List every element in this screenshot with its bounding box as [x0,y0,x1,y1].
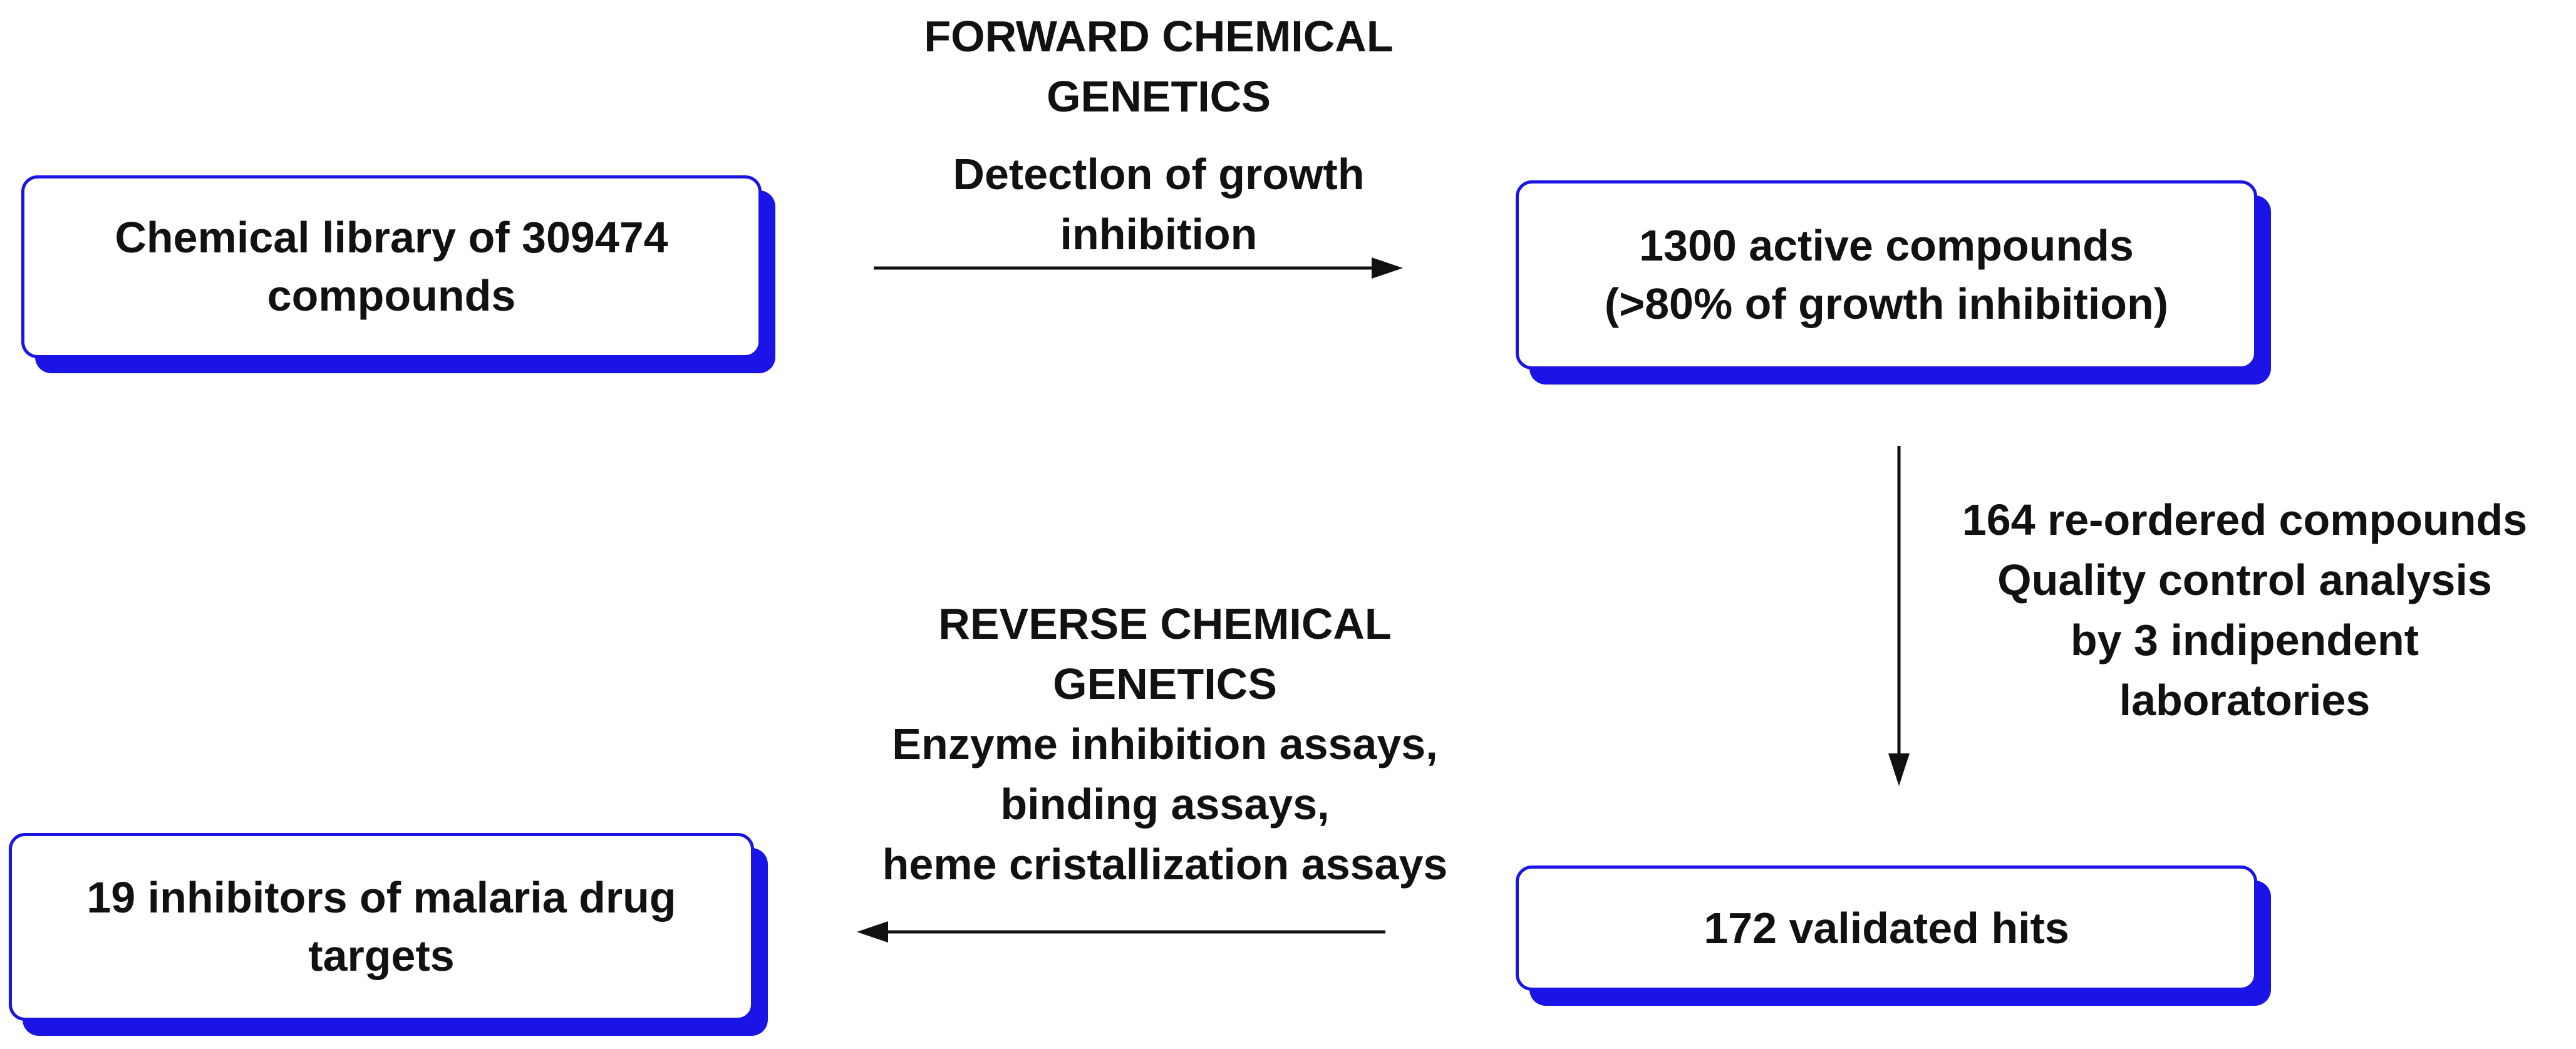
box-validated-hits: 172 validated hits [1516,866,2271,1006]
label-line: 164 re-ordered compounds [1962,495,2528,544]
label-reverse-chemical-genetics: REVERSE CHEMICAL GENETICS Enzyme inhibit… [814,594,1516,894]
label-line: GENETICS [1047,72,1271,121]
box-face: Chemical library of 309474 compounds [21,175,762,358]
box-validated-hits-text: 172 validated hits [1704,899,2069,958]
box-active-compounds-text: 1300 active compounds (>80% of growth in… [1605,217,2168,333]
label-line: FORWARD CHEMICAL [924,12,1394,61]
label-line: by 3 indipendent [2070,616,2419,664]
box-malaria-inhibitors: 19 inhibitors of malaria drug targets [9,833,768,1036]
box-face: 19 inhibitors of malaria drug targets [9,833,754,1021]
box-text-line: Chemical library of 309474 [115,213,668,262]
arrow-active-to-validated [1888,446,1910,786]
label-line: Detectlon of growth [953,150,1365,199]
box-text-line: 19 inhibitors of malaria drug [86,873,676,922]
box-text-line: compounds [267,271,516,320]
label-line: binding assays, [1000,780,1330,829]
label-line: inhibition [1060,210,1258,259]
label-line: Enzyme inhibition assays, [892,720,1438,768]
box-chemical-library-text: Chemical library of 309474 compounds [115,209,668,325]
label-line: Quality control analysis [1997,556,2492,604]
box-malaria-inhibitors-text: 19 inhibitors of malaria drug targets [86,869,676,985]
box-face: 1300 active compounds (>80% of growth in… [1516,180,2257,369]
label-line: REVERSE CHEMICAL [938,599,1392,648]
label-line: laboratories [2119,676,2371,725]
label-quality-control: 164 re-ordered compounds Quality control… [1913,490,2576,730]
box-text-line: targets [308,931,455,980]
label-line: heme cristallization assays [882,840,1448,889]
box-text-line: (>80% of growth inhibition) [1604,279,2169,328]
box-active-compounds: 1300 active compounds (>80% of growth in… [1516,180,2271,385]
box-chemical-library: Chemical library of 309474 compounds [21,175,775,373]
box-face: 172 validated hits [1516,866,2257,991]
label-forward-chemical-genetics: FORWARD CHEMICAL GENETICS Detectlon of g… [808,6,1509,264]
box-text-line: 1300 active compounds [1639,221,2134,270]
box-text-line: 172 validated hits [1704,903,2069,953]
label-line: GENETICS [1053,659,1277,708]
arrow-validated-to-inhibitors [857,921,1385,943]
